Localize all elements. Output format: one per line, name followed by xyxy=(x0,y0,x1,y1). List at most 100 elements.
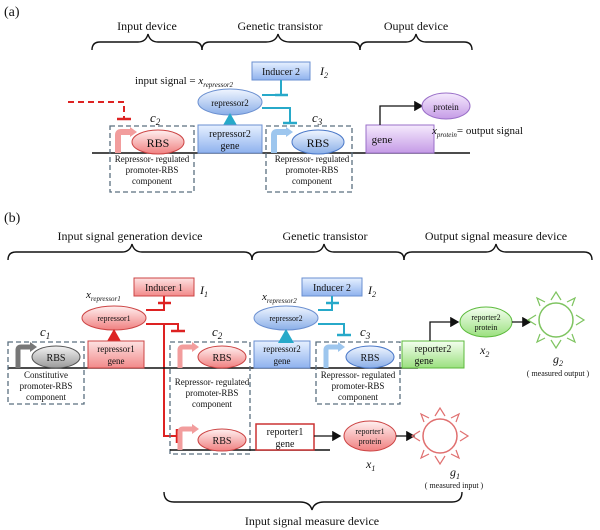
g2-fluorescence-icon xyxy=(526,290,586,350)
repressor2-label: repressor2 xyxy=(211,98,249,108)
output-protein-label: protein xyxy=(433,102,459,112)
c3-promoter xyxy=(271,129,286,153)
section-output-measure: Output signal measure device xyxy=(425,229,567,243)
c3-comp-line2-b: promoter-RBS xyxy=(332,381,385,391)
g1-fluorescence-icon xyxy=(410,406,470,466)
c3-label: c3 xyxy=(312,110,323,127)
inducer2-inhibit-line xyxy=(262,80,282,96)
c3-comp-line1: Repressor- regulated xyxy=(275,154,350,164)
c2-comp-line3-b: component xyxy=(192,399,232,409)
inducer1-inhibit-line xyxy=(146,296,165,311)
c1-label: c1 xyxy=(40,324,50,341)
c2-comp-line3: component xyxy=(132,176,172,186)
repressor1-inhibit-line xyxy=(146,323,179,330)
repressor2-inhibit-line-b xyxy=(318,323,345,334)
repressor1-label: repressor1 xyxy=(97,314,130,323)
repressor1-gene-line1: repressor1 xyxy=(97,344,135,354)
repressor2-gene-box xyxy=(197,124,263,154)
c3-comp-line3-b: component xyxy=(338,392,378,402)
repressor2-gene-line1: repressor2 xyxy=(209,129,251,140)
output-protein xyxy=(421,92,471,120)
c2-comp-line2: promoter-RBS xyxy=(126,165,179,175)
c1-rbs-label: RBS xyxy=(47,353,66,364)
reporter1-gene-line1: reporter1 xyxy=(267,427,304,438)
repressor2-gene-line1-b: repressor2 xyxy=(263,344,301,354)
c2-component-box xyxy=(109,125,195,193)
reporter1-promoter xyxy=(177,426,192,450)
c1-comp-line2: promoter-RBS xyxy=(20,381,73,391)
c2-comp-line2-b: promoter-RBS xyxy=(186,388,239,398)
inducer2-var-b: I2 xyxy=(367,283,376,299)
c2-label-b: c2 xyxy=(212,324,223,341)
reporter2-gene-box xyxy=(401,340,465,369)
repressor1-gene-box xyxy=(87,340,145,369)
repressor2-label-b: repressor2 xyxy=(269,314,302,323)
reporter1-promoter-head xyxy=(192,424,199,434)
inducer2-var: I2 xyxy=(319,64,328,80)
c1-comp-line3: component xyxy=(26,392,66,402)
c3-rbs xyxy=(291,129,345,155)
c1-rbs xyxy=(31,345,81,369)
brace-genetic-transistor-b xyxy=(251,243,405,261)
g1-label: g1 xyxy=(450,465,460,481)
c2-promoter xyxy=(115,129,130,153)
repressor1-to-reporter-line xyxy=(163,324,176,437)
xrep1-label: xrepressor1 xyxy=(85,289,121,303)
repressor2-gene-box-b xyxy=(253,340,311,369)
c1-promoter-head xyxy=(30,342,37,352)
c3-promoter-head xyxy=(286,127,293,137)
g2-label: g2 xyxy=(553,352,563,368)
brace-output-measure xyxy=(403,243,593,261)
reporter2-protein xyxy=(459,306,513,338)
reporter1-protein-line2: protein xyxy=(359,437,382,446)
section-output-device: Ouput device xyxy=(384,19,448,33)
reporter1-protein xyxy=(343,420,397,452)
measured-output-label: ( measured output ) xyxy=(527,369,590,378)
c2-component-box-b xyxy=(169,341,251,455)
c1-comp-line1: Constitutive xyxy=(24,370,68,380)
section-genetic-transistor: Genetic transistor xyxy=(238,19,323,33)
inducer2-label-b: Inducer 2 xyxy=(313,283,351,294)
x1-label: x1 xyxy=(365,457,375,473)
c3-component-box-b xyxy=(315,341,401,405)
c2-rbs xyxy=(131,129,185,155)
reporter1-gene-line2: gene xyxy=(276,439,295,450)
section-input-device: Input device xyxy=(117,19,177,33)
reporter1-rbs-label: RBS xyxy=(213,436,232,447)
reporter1-gene-box xyxy=(255,423,315,451)
section-genetic-transistor-b: Genetic transistor xyxy=(283,229,368,243)
c3-comp-line2: promoter-RBS xyxy=(286,165,339,175)
c3-comp-line3: component xyxy=(292,176,332,186)
panel-a-label: (a) xyxy=(4,5,20,20)
reporter2-protein-line2: protein xyxy=(475,323,498,332)
measured-input-label: ( measured input ) xyxy=(425,481,484,490)
input-signal-label: input signal = xrepressor2 xyxy=(135,75,234,89)
output-gene-box xyxy=(365,124,435,154)
output-signal-label: xprotein= output signal xyxy=(431,125,523,139)
reporter2-expression-arrow xyxy=(429,316,460,341)
brace-input-device xyxy=(91,33,203,51)
inducer1-var: I1 xyxy=(199,283,208,299)
reporter2-protein-line1: reporter2 xyxy=(471,313,500,322)
c2-rbs-label-b: RBS xyxy=(213,353,232,364)
c2-rbs-b xyxy=(197,345,247,369)
xrep2-label: xrepressor2 xyxy=(261,291,297,305)
c2-promoter-b xyxy=(177,344,192,368)
brace-input-generation xyxy=(7,243,253,261)
c3-label-b: c3 xyxy=(360,324,371,341)
reporter2-gene-line2: gene xyxy=(415,356,434,367)
inducer2-label: Inducer 2 xyxy=(262,67,300,78)
c1-promoter xyxy=(15,344,30,368)
c3-component-box xyxy=(265,125,353,193)
c2-label: c2 xyxy=(150,110,161,127)
output-expression-arrow xyxy=(379,100,424,125)
c2-promoter-head-b xyxy=(192,342,199,352)
brace-genetic-transistor xyxy=(201,33,361,51)
reporter2-gene-line1: reporter2 xyxy=(415,344,452,355)
section-input-measure: Input signal measure device xyxy=(245,514,379,528)
c3-comp-line1-b: Repressor- regulated xyxy=(321,370,396,380)
c1-component-box xyxy=(7,341,85,405)
panel-b-label: (b) xyxy=(4,211,21,226)
